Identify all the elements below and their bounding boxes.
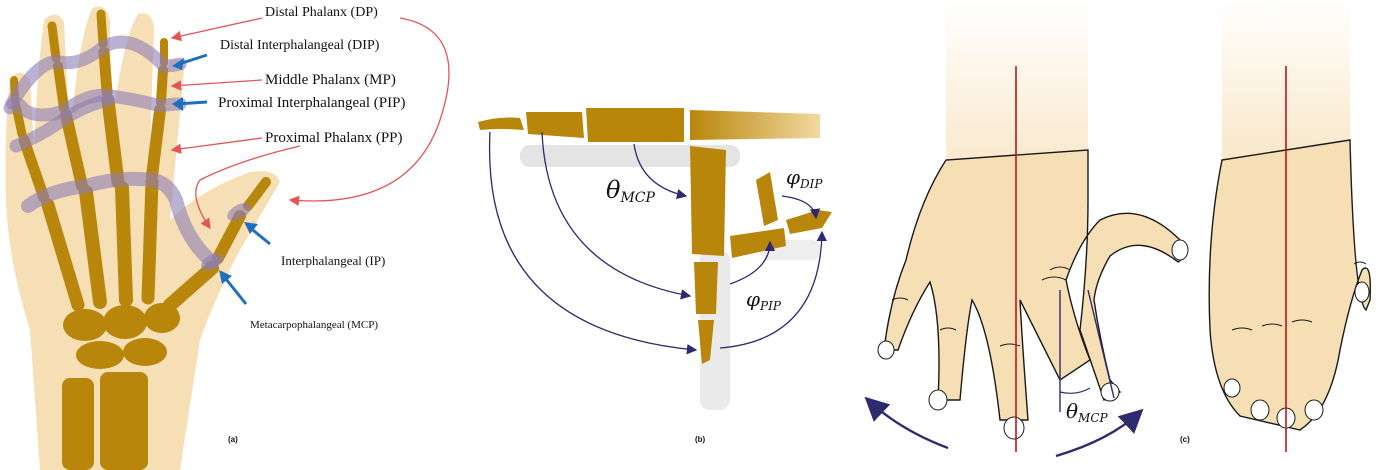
metacarpal-bone xyxy=(148,182,152,298)
phi-pip-label: φPIP xyxy=(746,287,782,313)
middle-phalanx-bone xyxy=(161,70,163,102)
radius-bone xyxy=(100,372,148,470)
label-metacarpophalangeal: Metacarpophalangeal (MCP) xyxy=(250,319,378,331)
proximal-phalanx-bone xyxy=(152,110,160,176)
panel-b-finger-model: θMCP φDIP φPIP (b) xyxy=(478,108,832,444)
distal-phalanx-bone xyxy=(52,26,56,58)
bone-side-middle xyxy=(786,210,832,234)
dp-leader-arrow xyxy=(172,18,262,38)
phi-dip-label: φDIP xyxy=(786,165,823,191)
pp-leader-arrow xyxy=(172,138,262,150)
panel-a-hand-skeleton: Distal Phalanx (DP) Distal Interphalange… xyxy=(6,5,450,470)
fingernail xyxy=(1224,379,1240,397)
bone-ref-middle xyxy=(526,112,584,138)
bone-ref-metacarpal xyxy=(690,110,820,140)
middle-phalanx-bone xyxy=(104,52,107,92)
theta-mcp-label-c: θMCP xyxy=(1066,399,1109,425)
label-proximal-interphalangeal: Proximal Interphalangeal (PIP) xyxy=(218,95,405,111)
fingernail xyxy=(1251,400,1269,420)
distal-phalanx-bone xyxy=(101,14,103,44)
label-interphalangeal: Interphalangeal (IP) xyxy=(281,253,385,268)
ulna-bone xyxy=(62,378,94,470)
carpal-bone xyxy=(103,305,147,339)
metacarpal-bone xyxy=(122,188,126,300)
carpal-bone xyxy=(76,341,124,369)
label-middle-phalanx: Middle Phalanx (MP) xyxy=(265,72,396,88)
panel-c-tag: (c) xyxy=(1180,435,1190,444)
bone-side-distal xyxy=(756,172,778,226)
bone-flexed-proximal xyxy=(690,146,726,256)
fingernail xyxy=(1101,383,1119,401)
label-proximal-phalanx: Proximal Phalanx (PP) xyxy=(265,130,403,146)
fingernail xyxy=(1004,417,1024,439)
carpal-bone xyxy=(123,338,167,366)
mp-leader-arrow xyxy=(172,80,262,86)
panel-b-tag: (b) xyxy=(695,435,706,444)
middle-phalanx-bone xyxy=(58,66,64,108)
label-distal-interphalangeal: Distal Interphalangeal (DIP) xyxy=(220,38,380,53)
fingernail xyxy=(878,341,894,359)
panel-c-hand-drawing: θMCP (c) xyxy=(868,0,1370,456)
theta-mcp-angle-arc xyxy=(1060,388,1090,393)
bone-flexed-middle xyxy=(694,262,718,314)
theta-mcp-label: θMCP xyxy=(606,176,656,206)
carpal-bone xyxy=(63,309,107,341)
hand-back-spread xyxy=(884,150,1184,420)
panel-a-tag: (a) xyxy=(228,435,238,444)
fingernail xyxy=(1172,240,1188,260)
fingernail xyxy=(1355,282,1369,302)
fingernail xyxy=(929,390,947,410)
label-distal-phalanx: Distal Phalanx (DP) xyxy=(265,5,378,20)
fingernail xyxy=(1305,400,1323,420)
bone-ref-proximal xyxy=(586,108,684,142)
bone-ref-distal xyxy=(478,118,524,131)
